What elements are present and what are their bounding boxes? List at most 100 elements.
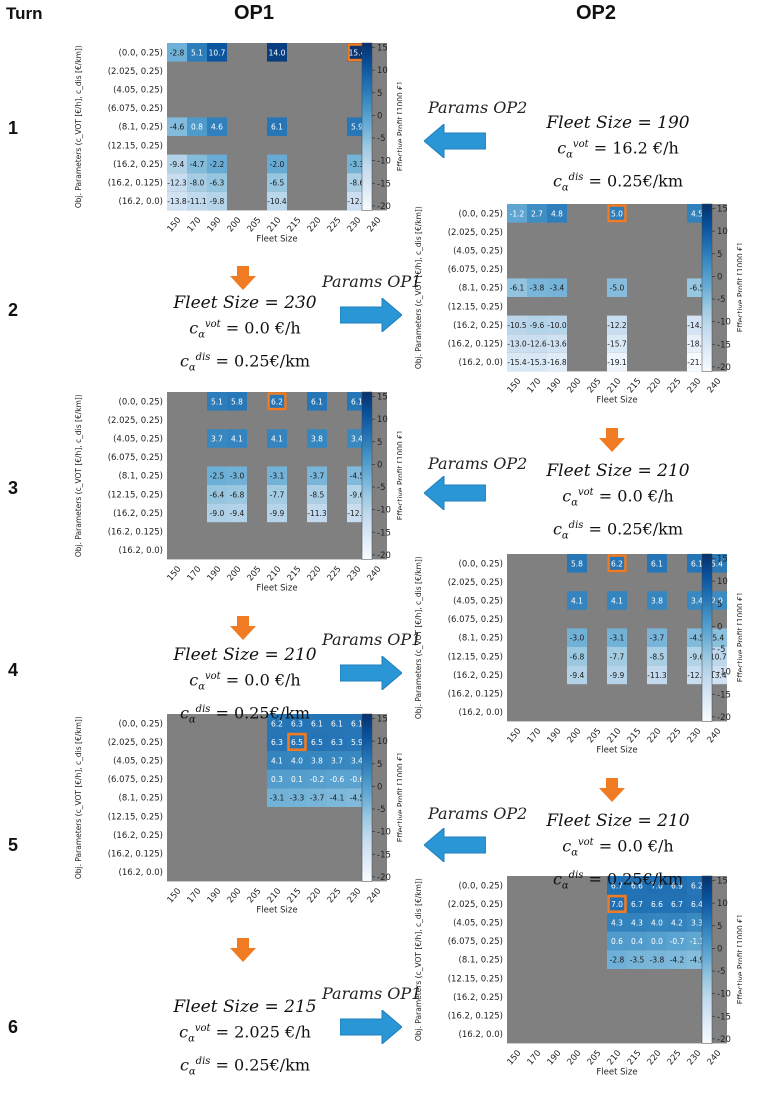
y-tick-label: (16.2, 0.25) <box>113 509 163 519</box>
cell-value-label: -7.7 <box>270 490 285 499</box>
cell-value-label: 3.3 <box>691 919 703 928</box>
y-tick-label: (12.15, 0.25) <box>448 652 503 662</box>
colorbar-label: Effective Profit [1000 €] <box>736 915 742 1004</box>
x-tick-label: 225 <box>665 1048 683 1067</box>
turn-number-3: 3 <box>8 478 19 498</box>
colorbar-tick-label: 5 <box>717 922 722 932</box>
cell-value-label: -2.0 <box>270 160 285 169</box>
cell-value-label: -3.0 <box>570 634 585 643</box>
heatmap-cell <box>227 392 247 411</box>
heatmap-cell <box>547 352 567 372</box>
x-tick-label: 240 <box>705 1048 723 1067</box>
y-tick-label: (16.2, 0.25) <box>453 671 503 681</box>
heatmap-cell <box>267 503 287 523</box>
x-tick-label: 190 <box>205 564 223 583</box>
cell-value-label: -12.3 <box>167 179 187 188</box>
x-tick-label: 225 <box>665 376 683 395</box>
heatmap-cell <box>207 503 227 523</box>
heatmap-cell <box>607 591 627 610</box>
x-tick-label: 200 <box>565 376 583 395</box>
cell-value-label: 4.1 <box>271 757 283 766</box>
cell-value-label: 4.1 <box>231 435 243 444</box>
heatmap-cell <box>167 154 187 174</box>
colorbar-tick-label: 15 <box>377 44 388 54</box>
x-tick-label: 225 <box>325 564 343 583</box>
heatmap-cell <box>207 429 227 448</box>
cell-value-label: -4.7 <box>190 160 205 169</box>
turn-header: Turn <box>6 4 43 23</box>
left-arrow-icon <box>424 476 486 510</box>
vot-value: 0.0 €/h <box>244 318 301 338</box>
colorbar-tick-label: -10 <box>717 990 731 1000</box>
cell-value-label: -2.8 <box>170 48 185 57</box>
cell-value-label: 4.3 <box>611 919 623 928</box>
cell-value-label: 3.7 <box>211 435 223 444</box>
heatmap-cell <box>607 278 627 297</box>
cell-value-label: 0.0 <box>651 937 663 946</box>
y-tick-label: (12.15, 0.25) <box>108 141 163 151</box>
heatmap-cell <box>607 876 627 895</box>
heatmap-cell <box>327 769 347 789</box>
heatmap-cell <box>187 154 207 174</box>
params-block-turn2: Fleet Size = 230 cαvot = 0.0 €/h cαdis =… <box>173 293 317 374</box>
heatmap-cell <box>167 191 187 211</box>
heatmap-cell <box>207 466 227 485</box>
colorbar-tick-label: -5 <box>377 483 385 493</box>
heatmap-cell <box>207 191 227 211</box>
cell-value-label: 4.8 <box>551 209 563 218</box>
cell-value-label: 5.9 <box>351 738 363 747</box>
x-axis-label: Fleet Size <box>596 745 637 755</box>
x-tick-label: 210 <box>265 564 283 583</box>
dis-value: 0.25€/km <box>233 350 311 370</box>
cell-value-label: 6.7 <box>611 881 623 890</box>
colorbar-tick-label: -15 <box>377 528 391 538</box>
cell-value-label: 5.8 <box>231 397 243 406</box>
cell-value-label: -3.0 <box>230 472 245 481</box>
x-tick-label: 225 <box>325 886 343 905</box>
cell-value-label: -19.1 <box>607 358 627 367</box>
y-tick-label: (16.2, 0.125) <box>108 179 163 189</box>
down-arrow-icon <box>230 616 256 640</box>
x-tick-label: 150 <box>505 1048 523 1067</box>
x-tick-label: 200 <box>225 215 243 234</box>
cell-value-label: -9.6 <box>530 321 545 330</box>
colorbar-tick-label: -20 <box>377 202 391 212</box>
cell-value-label: 2.7 <box>531 209 543 218</box>
x-tick-label: 150 <box>505 726 523 745</box>
arrow-label-params-op1: Params OP1 <box>322 630 422 649</box>
y-tick-label: (0.0, 0.25) <box>119 719 163 729</box>
y-tick-label: (4.05, 0.25) <box>113 86 163 96</box>
y-tick-label: (16.2, 0.25) <box>453 993 503 1003</box>
cell-value-label: -9.4 <box>170 160 185 169</box>
colorbar-tick-label: 15 <box>717 205 728 215</box>
cell-value-label: -10.0 <box>547 321 567 330</box>
x-tick-label: 150 <box>165 564 183 583</box>
colorbar <box>701 875 713 1044</box>
down-arrow-icon <box>230 266 256 290</box>
fleet-size-value: 190 <box>657 113 690 133</box>
colorbar-tick-label: 5 <box>377 438 382 448</box>
fleet-size-value: 210 <box>657 811 690 831</box>
cell-value-label: 10.7 <box>209 48 226 57</box>
x-tick-label: 205 <box>245 564 263 583</box>
heatmap-cell <box>607 894 627 914</box>
x-tick-label: 220 <box>305 886 323 905</box>
y-tick-label: (16.2, 0.0) <box>459 1030 503 1040</box>
cell-value-label: -6.4 <box>210 490 225 499</box>
colorbar-tick-label: 15 <box>717 877 728 887</box>
heatmap-cell <box>507 334 527 353</box>
colorbar-label: Effective Profit [1000 €] <box>396 753 402 842</box>
cell-value-label: -12.3 <box>687 671 707 680</box>
cell-value-label: 6.7 <box>671 900 683 909</box>
cell-value-label: -4.6 <box>170 123 185 132</box>
cell-value-label: -12.6 <box>527 340 547 349</box>
heatmap-cell <box>327 751 347 770</box>
down-arrow-icon <box>599 428 625 452</box>
cell-value-label: 5.9 <box>351 123 363 132</box>
cell-value-label: 3.8 <box>651 597 663 606</box>
heatmap-cell <box>307 769 327 789</box>
heatmap-cell <box>647 950 667 969</box>
cell-value-label: 4.0 <box>651 919 663 928</box>
heatmap-cell <box>267 154 287 174</box>
